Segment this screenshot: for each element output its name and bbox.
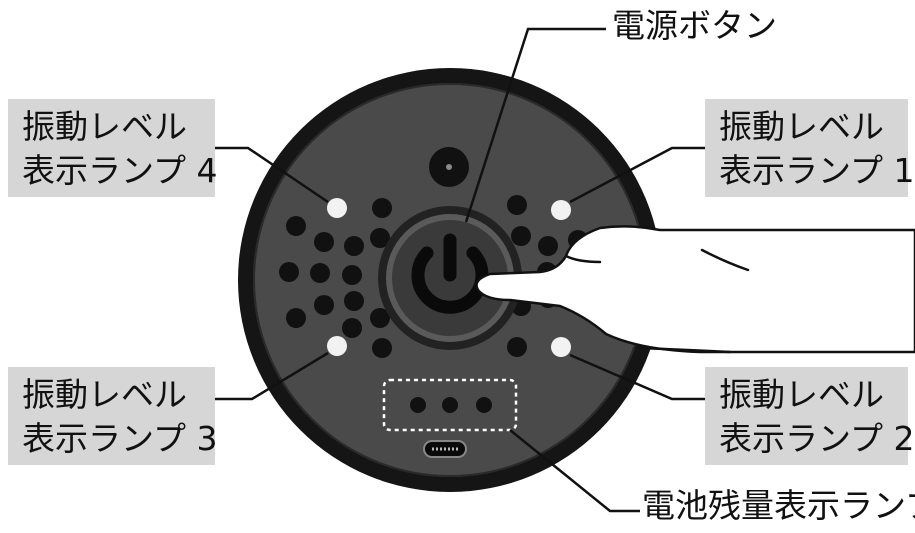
power-button-label: 電源ボタン: [612, 6, 777, 45]
battery-lamp-dot: [476, 397, 492, 413]
battery-lamp-dot: [410, 397, 426, 413]
label-line-1: 振動レベル: [22, 107, 187, 146]
vibration-lamp-4-label: 振動レベル 表示ランプ 4: [8, 99, 218, 197]
battery-lamp-label: 電池残量表示ランプ: [642, 486, 915, 525]
leader-lamp-4: [215, 146, 329, 204]
leader-battery: [509, 429, 640, 513]
left-perforation-grid: [279, 198, 392, 358]
vibration-lamp-3: [327, 336, 347, 356]
vibration-lamp-1: [551, 200, 571, 220]
leader-power: [464, 27, 606, 223]
battery-lamp-dot: [442, 397, 458, 413]
power-icon: [411, 233, 489, 314]
battery-lamp-frame: [382, 378, 518, 432]
label-line-2: 表示ランプ 1: [719, 151, 915, 190]
vibration-lamp-4: [327, 198, 347, 218]
label-line-1: 振動レベル: [22, 375, 187, 414]
vibration-lamp-2: [551, 337, 571, 357]
label-line-2: 表示ランプ 3: [22, 419, 218, 458]
label-line-2: 表示ランプ 2: [719, 419, 915, 458]
top-sensor-icon: [429, 147, 469, 187]
leader-lamp-2: [569, 353, 705, 401]
leader-lamp-1: [569, 146, 705, 204]
vibration-lamp-1-label: 振動レベル 表示ランプ 1: [705, 99, 915, 197]
leader-lamp-3: [215, 351, 329, 401]
pointing-hand-icon: [475, 225, 915, 354]
charging-port-icon: [423, 440, 467, 458]
label-line-1: 振動レベル: [719, 375, 884, 414]
vibration-lamp-2-label: 振動レベル 表示ランプ 2: [705, 367, 915, 465]
label-line-1: 振動レベル: [719, 107, 884, 146]
label-line-2: 表示ランプ 4: [22, 151, 218, 190]
leader-lines: [215, 27, 705, 513]
vibration-lamp-3-label: 振動レベル 表示ランプ 3: [8, 367, 218, 465]
